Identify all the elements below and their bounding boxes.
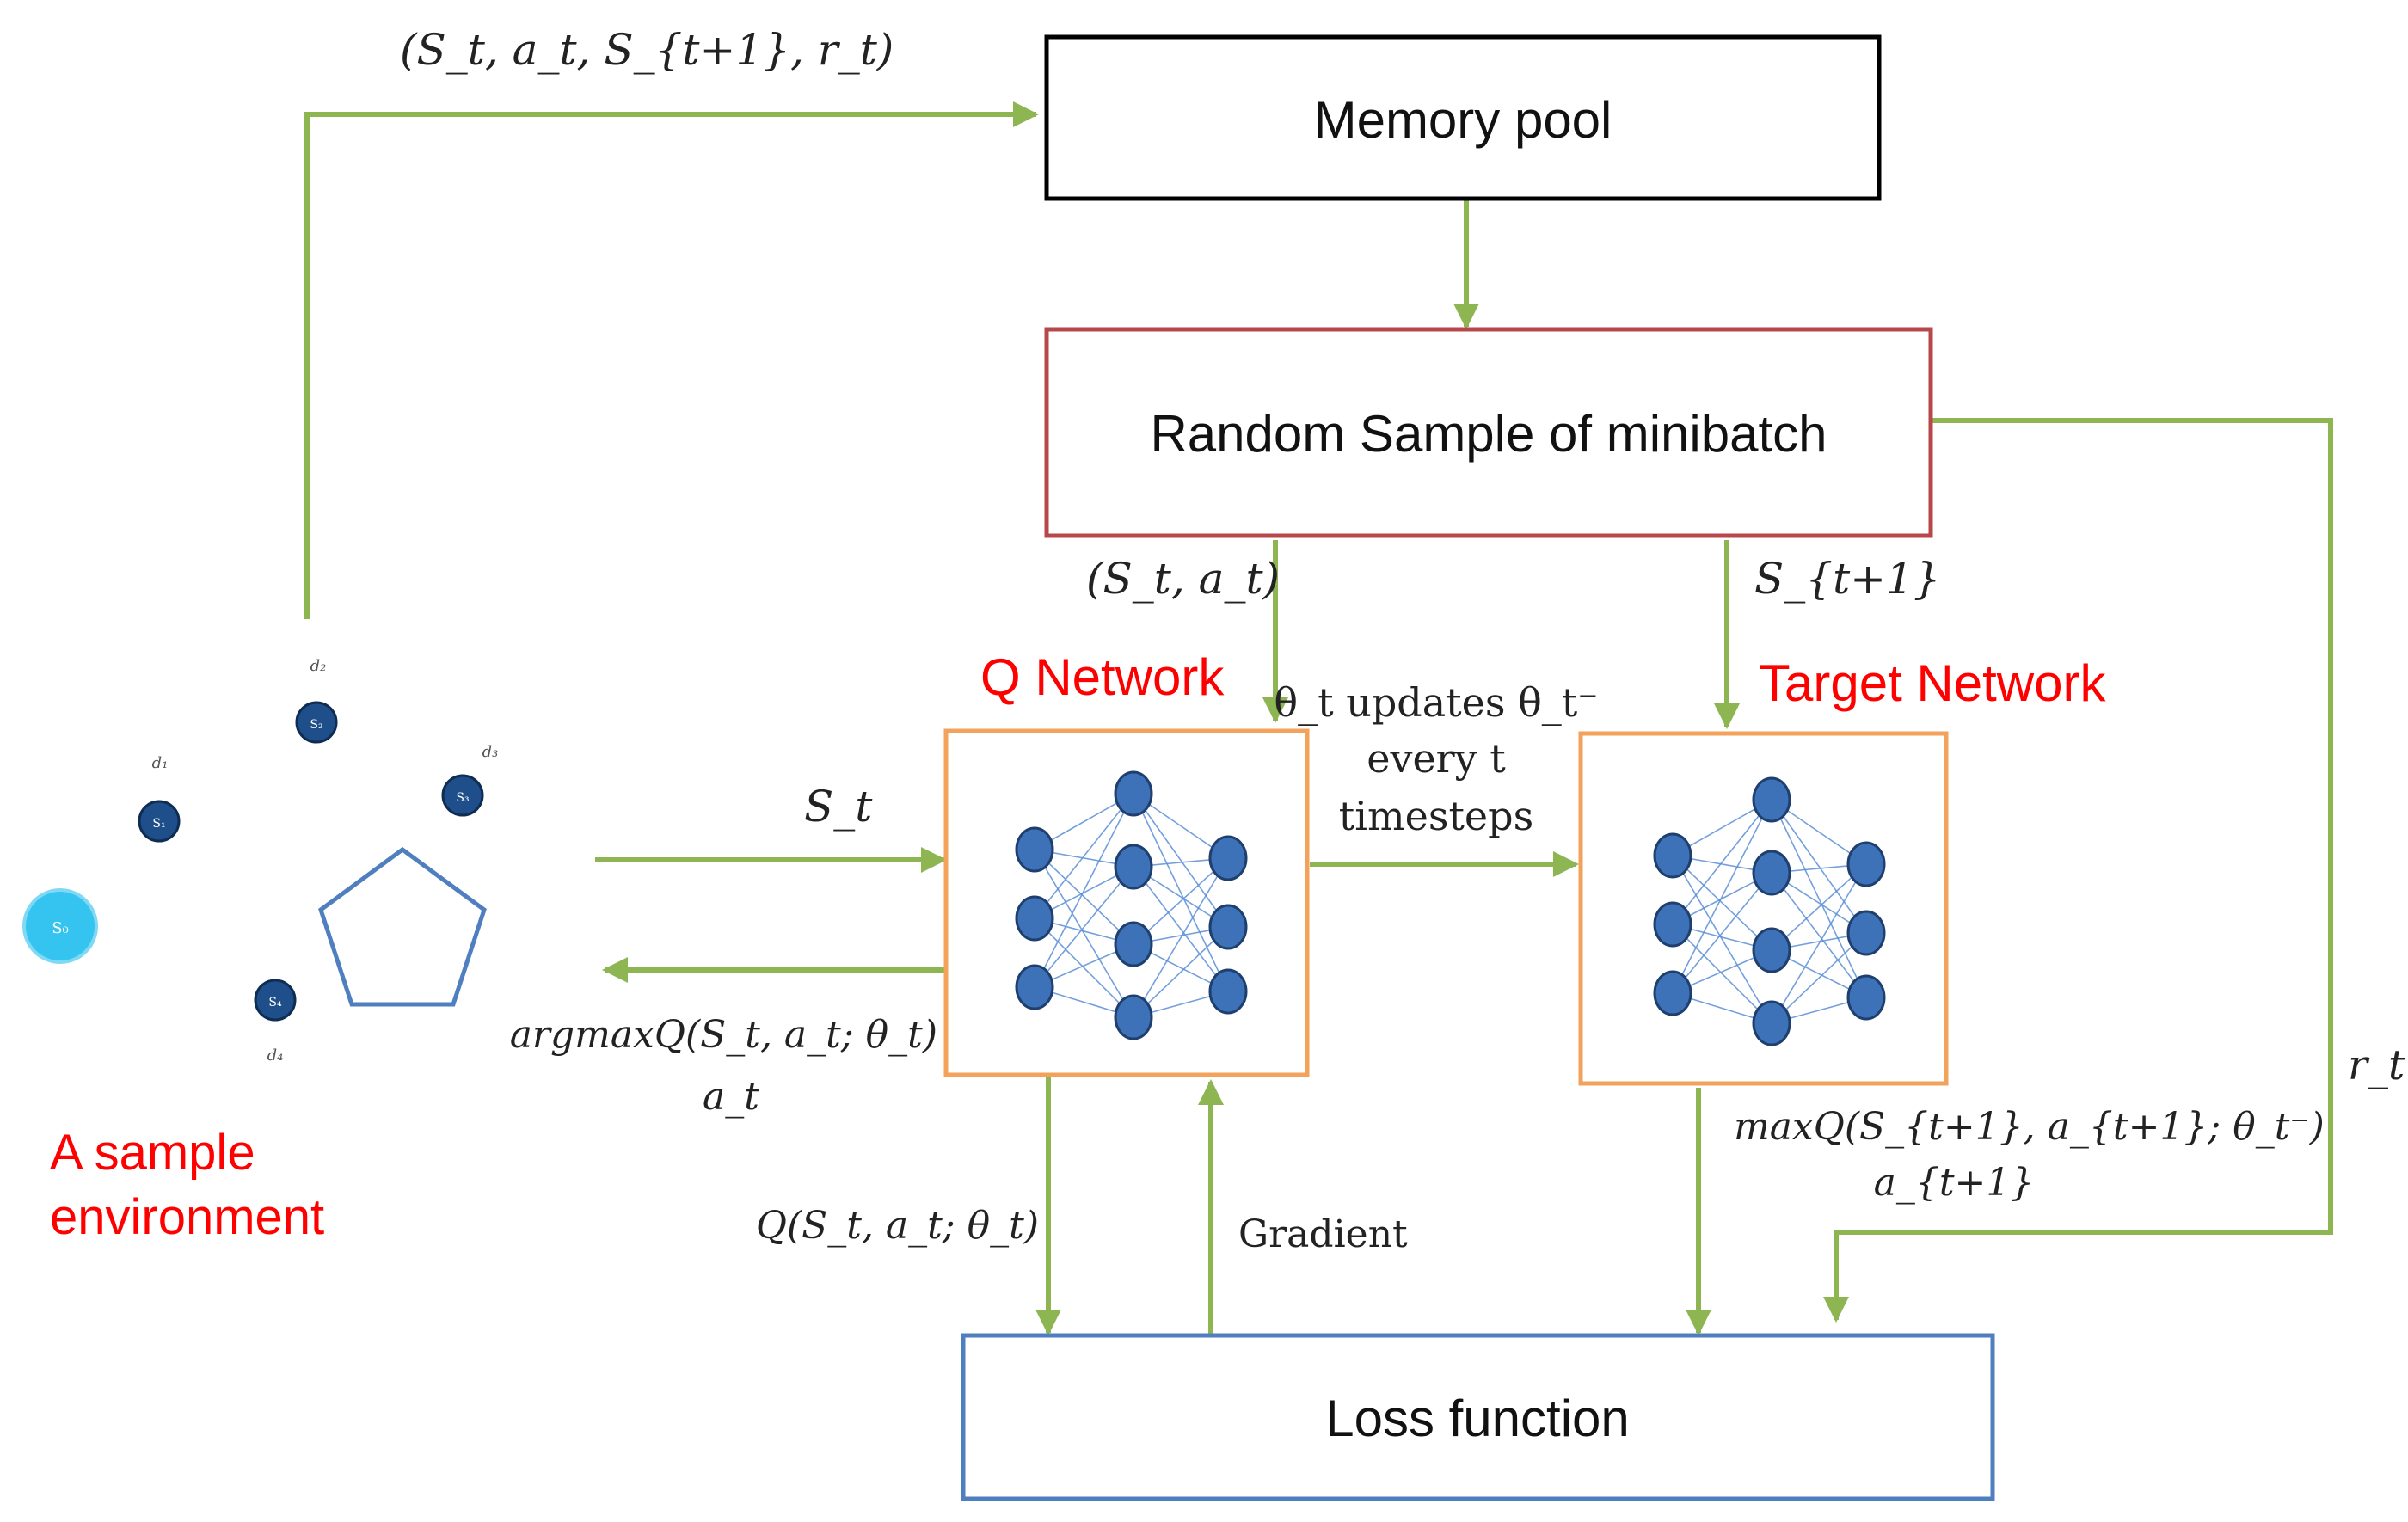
target-network-node-layer2 [1752, 1000, 1791, 1046]
maxq-label-line2: a_{t+1} [1874, 1161, 2035, 1205]
update-label-line1: θ_t updates θ_t⁻ [1274, 679, 1598, 726]
target-network-node-layer2 [1752, 776, 1791, 823]
arrow-env-to-memory [304, 101, 1039, 619]
agent-node-s2-label: S₂ [310, 718, 322, 732]
environment-label-line2: environment [50, 1189, 324, 1245]
arrow-minibatch-reward-to-loss [1823, 418, 2333, 1323]
agent-node-s1 [138, 800, 181, 843]
q-network-node-layer1 [1015, 826, 1054, 873]
target-network-edge [1771, 932, 1867, 1024]
agent-node-s2-tag: d₂ [310, 657, 327, 675]
target-network-node-layer3 [1846, 841, 1886, 887]
agent-node-s3 [441, 774, 484, 817]
memory-pool-box [1044, 34, 1882, 201]
next-state-label: S_{t+1} [1754, 554, 1941, 604]
q-network-edge [1034, 849, 1134, 945]
agent-node-s4-tag: d₄ [267, 1046, 284, 1065]
target-network-edge [1672, 799, 1772, 925]
start-node-s0-label: S₀ [52, 919, 69, 937]
q-network-edge [1133, 857, 1229, 1018]
q-network-edge [1133, 866, 1229, 992]
q-value-label: Q(S_t, a_t; θ_t) [756, 1204, 1039, 1248]
target-network-node-layer2 [1752, 850, 1791, 896]
target-network-node-layer3 [1846, 974, 1886, 1021]
agent-node-s1-tag: d₁ [152, 754, 169, 772]
target-network-node-layer1 [1653, 832, 1692, 879]
q-network-edge [1034, 849, 1134, 1018]
minibatch-label: Random Sample of minibatch [1150, 405, 1827, 463]
target-network-title: Target Network [1759, 654, 2106, 712]
q-network-node-layer2 [1114, 921, 1153, 967]
minibatch-box [1044, 327, 1933, 538]
agent-node-s1-label: S₁ [152, 817, 165, 831]
q-network-edge [1133, 926, 1229, 1018]
target-network-edge [1771, 863, 1867, 951]
memory-pool-label: Memory pool [1314, 91, 1612, 149]
target-network-edge [1672, 924, 1772, 1024]
agent-node-s4-label: S₄ [268, 996, 282, 1010]
q-network-edge [1034, 793, 1134, 919]
gradient-label: Gradient [1238, 1212, 1408, 1256]
sample-environment: S₀ S₁ d₁ S₂ d₂ S₃ d₃ S₄ d₄ [22, 657, 499, 1065]
target-network-node-layer2 [1752, 927, 1791, 973]
q-network-node-layer3 [1208, 968, 1248, 1015]
q-network-edge [1133, 857, 1229, 945]
agent-node-s3-label: S₃ [456, 791, 469, 805]
q-network-edge [1133, 793, 1229, 928]
q-network-node-layer3 [1208, 835, 1248, 881]
state-label: S_t [804, 782, 873, 832]
transition-tuple-label: (S_t, a_t, S_{t+1}, r_t) [400, 25, 894, 75]
pentagon-icon [318, 846, 487, 1007]
q-network-node-layer3 [1208, 904, 1248, 950]
loss-function-label: Loss function [1325, 1390, 1630, 1447]
agent-node-s2 [295, 701, 338, 744]
update-label-line3: timesteps [1339, 793, 1533, 839]
agent-node-s3-tag: d₃ [482, 743, 499, 761]
target-network-edge [1771, 872, 1867, 998]
target-network-edge [1672, 799, 1772, 994]
q-network-node-layer1 [1015, 964, 1054, 1010]
q-network-edge [1034, 917, 1134, 1018]
target-network-node-layer1 [1653, 970, 1692, 1016]
environment-label-line1: A sample [50, 1125, 255, 1181]
target-network-edge [1771, 799, 1867, 934]
q-network-edge [1034, 866, 1134, 988]
q-network-node-layer2 [1114, 844, 1153, 890]
target-network-edge [1672, 855, 1772, 951]
target-network-edge [1672, 855, 1772, 1024]
q-network-title: Q Network [980, 648, 1225, 706]
state-action-label: (S_t, a_t) [1086, 554, 1280, 604]
target-network-graphic [1653, 776, 1886, 1046]
reward-label: r_t [2348, 1041, 2405, 1089]
argmax-label-line2: a_t [703, 1075, 759, 1119]
q-network-node-layer1 [1015, 895, 1054, 942]
argmax-label-line1: argmaxQ(S_t, a_t; θ_t) [510, 1013, 937, 1057]
target-network-node-layer1 [1653, 901, 1692, 948]
target-network-edge [1672, 872, 1772, 994]
target-network-edge [1771, 863, 1867, 1024]
q-network-node-layer2 [1114, 994, 1153, 1040]
update-label-line2: every t [1367, 735, 1506, 782]
agent-node-s4 [254, 979, 297, 1022]
target-network-node-layer3 [1846, 910, 1886, 956]
q-network-graphic [1015, 770, 1248, 1040]
start-node-s0 [22, 888, 98, 964]
q-network-node-layer2 [1114, 770, 1153, 817]
loss-function-box [961, 1333, 1995, 1501]
maxq-label-line1: maxQ(S_{t+1}, a_{t+1}; θ_t⁻) [1734, 1105, 2325, 1149]
q-network-edge [1133, 793, 1229, 992]
q-network-edge [1034, 793, 1134, 988]
target-network-edge [1771, 799, 1867, 998]
